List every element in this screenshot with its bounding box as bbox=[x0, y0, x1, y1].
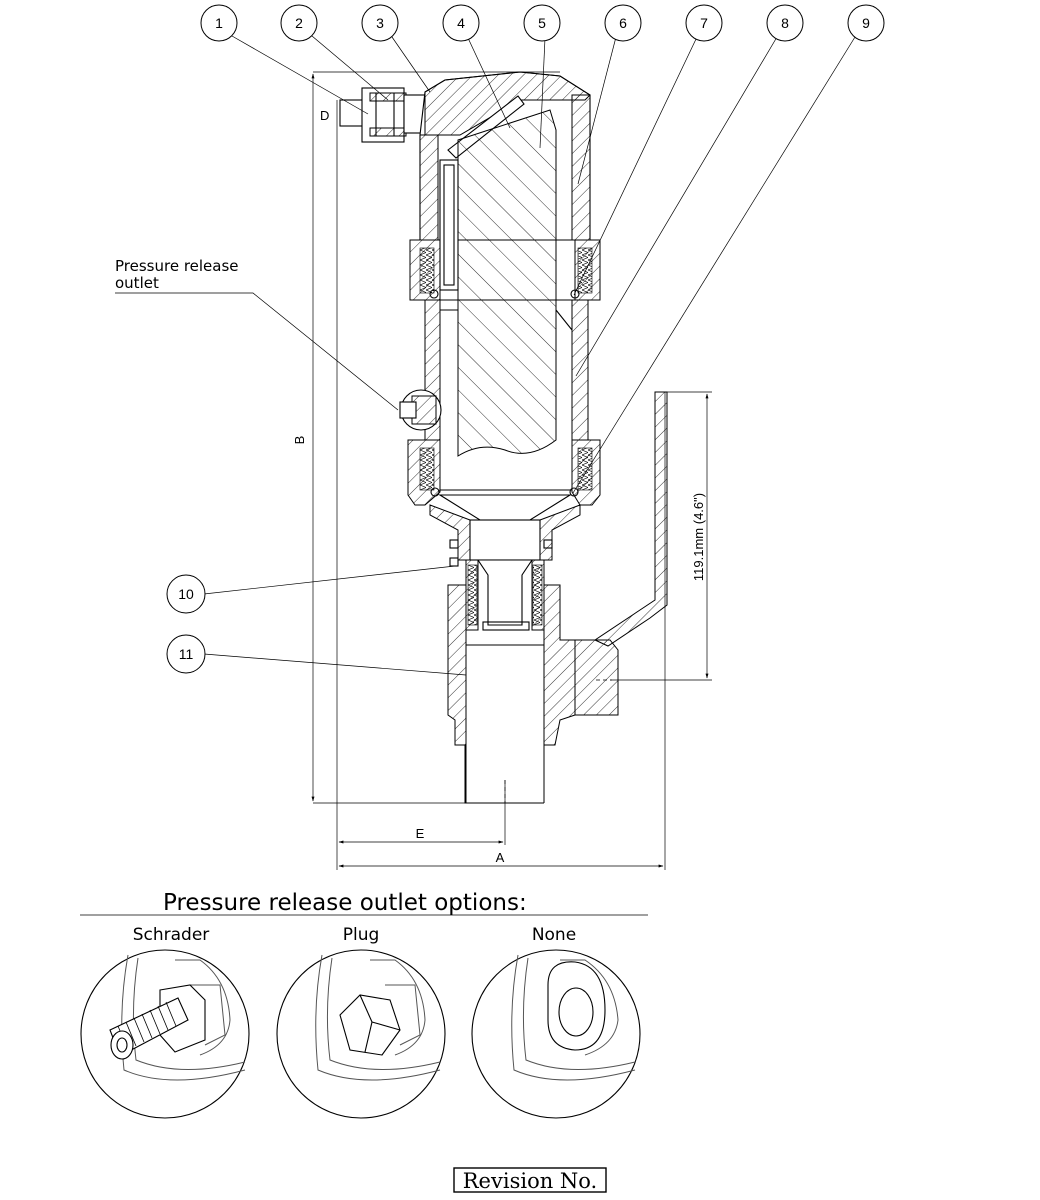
balloon-leaders bbox=[115, 35, 856, 676]
balloon-6: 6 bbox=[604, 4, 642, 42]
svg-text:9: 9 bbox=[862, 15, 870, 31]
balloon-11: 11 bbox=[166, 634, 206, 674]
balloon-2: 2 bbox=[280, 4, 318, 42]
dimension-handle-height-label: 119.1mm (4.6") bbox=[691, 493, 706, 581]
dimension-e-label: E bbox=[416, 826, 425, 841]
dimension-a: A bbox=[338, 850, 664, 868]
dimension-e: E bbox=[338, 826, 504, 844]
balloon-4: 4 bbox=[442, 4, 480, 42]
revision-label: Revision No. bbox=[463, 1169, 597, 1193]
dimension-a-label: A bbox=[496, 850, 505, 865]
option-label-schrader: Schrader bbox=[133, 925, 210, 945]
balloon-10: 10 bbox=[166, 574, 206, 614]
svg-text:3: 3 bbox=[376, 15, 384, 31]
balloon-7: 7 bbox=[685, 4, 723, 42]
option-plug-detail bbox=[276, 949, 446, 1119]
option-label-plug: Plug bbox=[343, 925, 380, 945]
options-title: Pressure release outlet options: bbox=[163, 890, 527, 916]
svg-text:5: 5 bbox=[538, 15, 546, 31]
dimension-b-label: B bbox=[292, 436, 307, 445]
valve-assembly-section: D bbox=[320, 71, 668, 804]
pressure-release-label-line2: outlet bbox=[115, 274, 159, 292]
svg-text:10: 10 bbox=[178, 586, 194, 602]
svg-text:11: 11 bbox=[179, 646, 194, 662]
dimension-b: B bbox=[292, 73, 315, 802]
svg-text:2: 2 bbox=[295, 15, 303, 31]
balloons: 1 2 3 4 5 6 7 8 9 10 11 bbox=[166, 4, 885, 674]
balloon-3: 3 bbox=[361, 4, 399, 42]
balloon-1: 1 bbox=[200, 4, 238, 42]
dimension-d-label: D bbox=[320, 108, 329, 123]
balloon-9: 9 bbox=[847, 4, 885, 42]
revision-box: Revision No. bbox=[453, 1167, 607, 1193]
option-schrader-detail bbox=[80, 949, 250, 1119]
svg-text:8: 8 bbox=[781, 15, 789, 31]
svg-text:7: 7 bbox=[700, 15, 708, 31]
pressure-release-label-line1: Pressure release bbox=[115, 257, 239, 275]
balloon-5: 5 bbox=[523, 4, 561, 42]
svg-text:4: 4 bbox=[457, 15, 465, 31]
svg-text:1: 1 bbox=[215, 15, 223, 31]
dimension-handle-height: 119.1mm (4.6") bbox=[610, 391, 712, 681]
svg-text:6: 6 bbox=[619, 15, 627, 31]
option-none-detail bbox=[471, 949, 641, 1119]
balloon-8: 8 bbox=[766, 4, 804, 42]
option-label-none: None bbox=[532, 925, 576, 945]
